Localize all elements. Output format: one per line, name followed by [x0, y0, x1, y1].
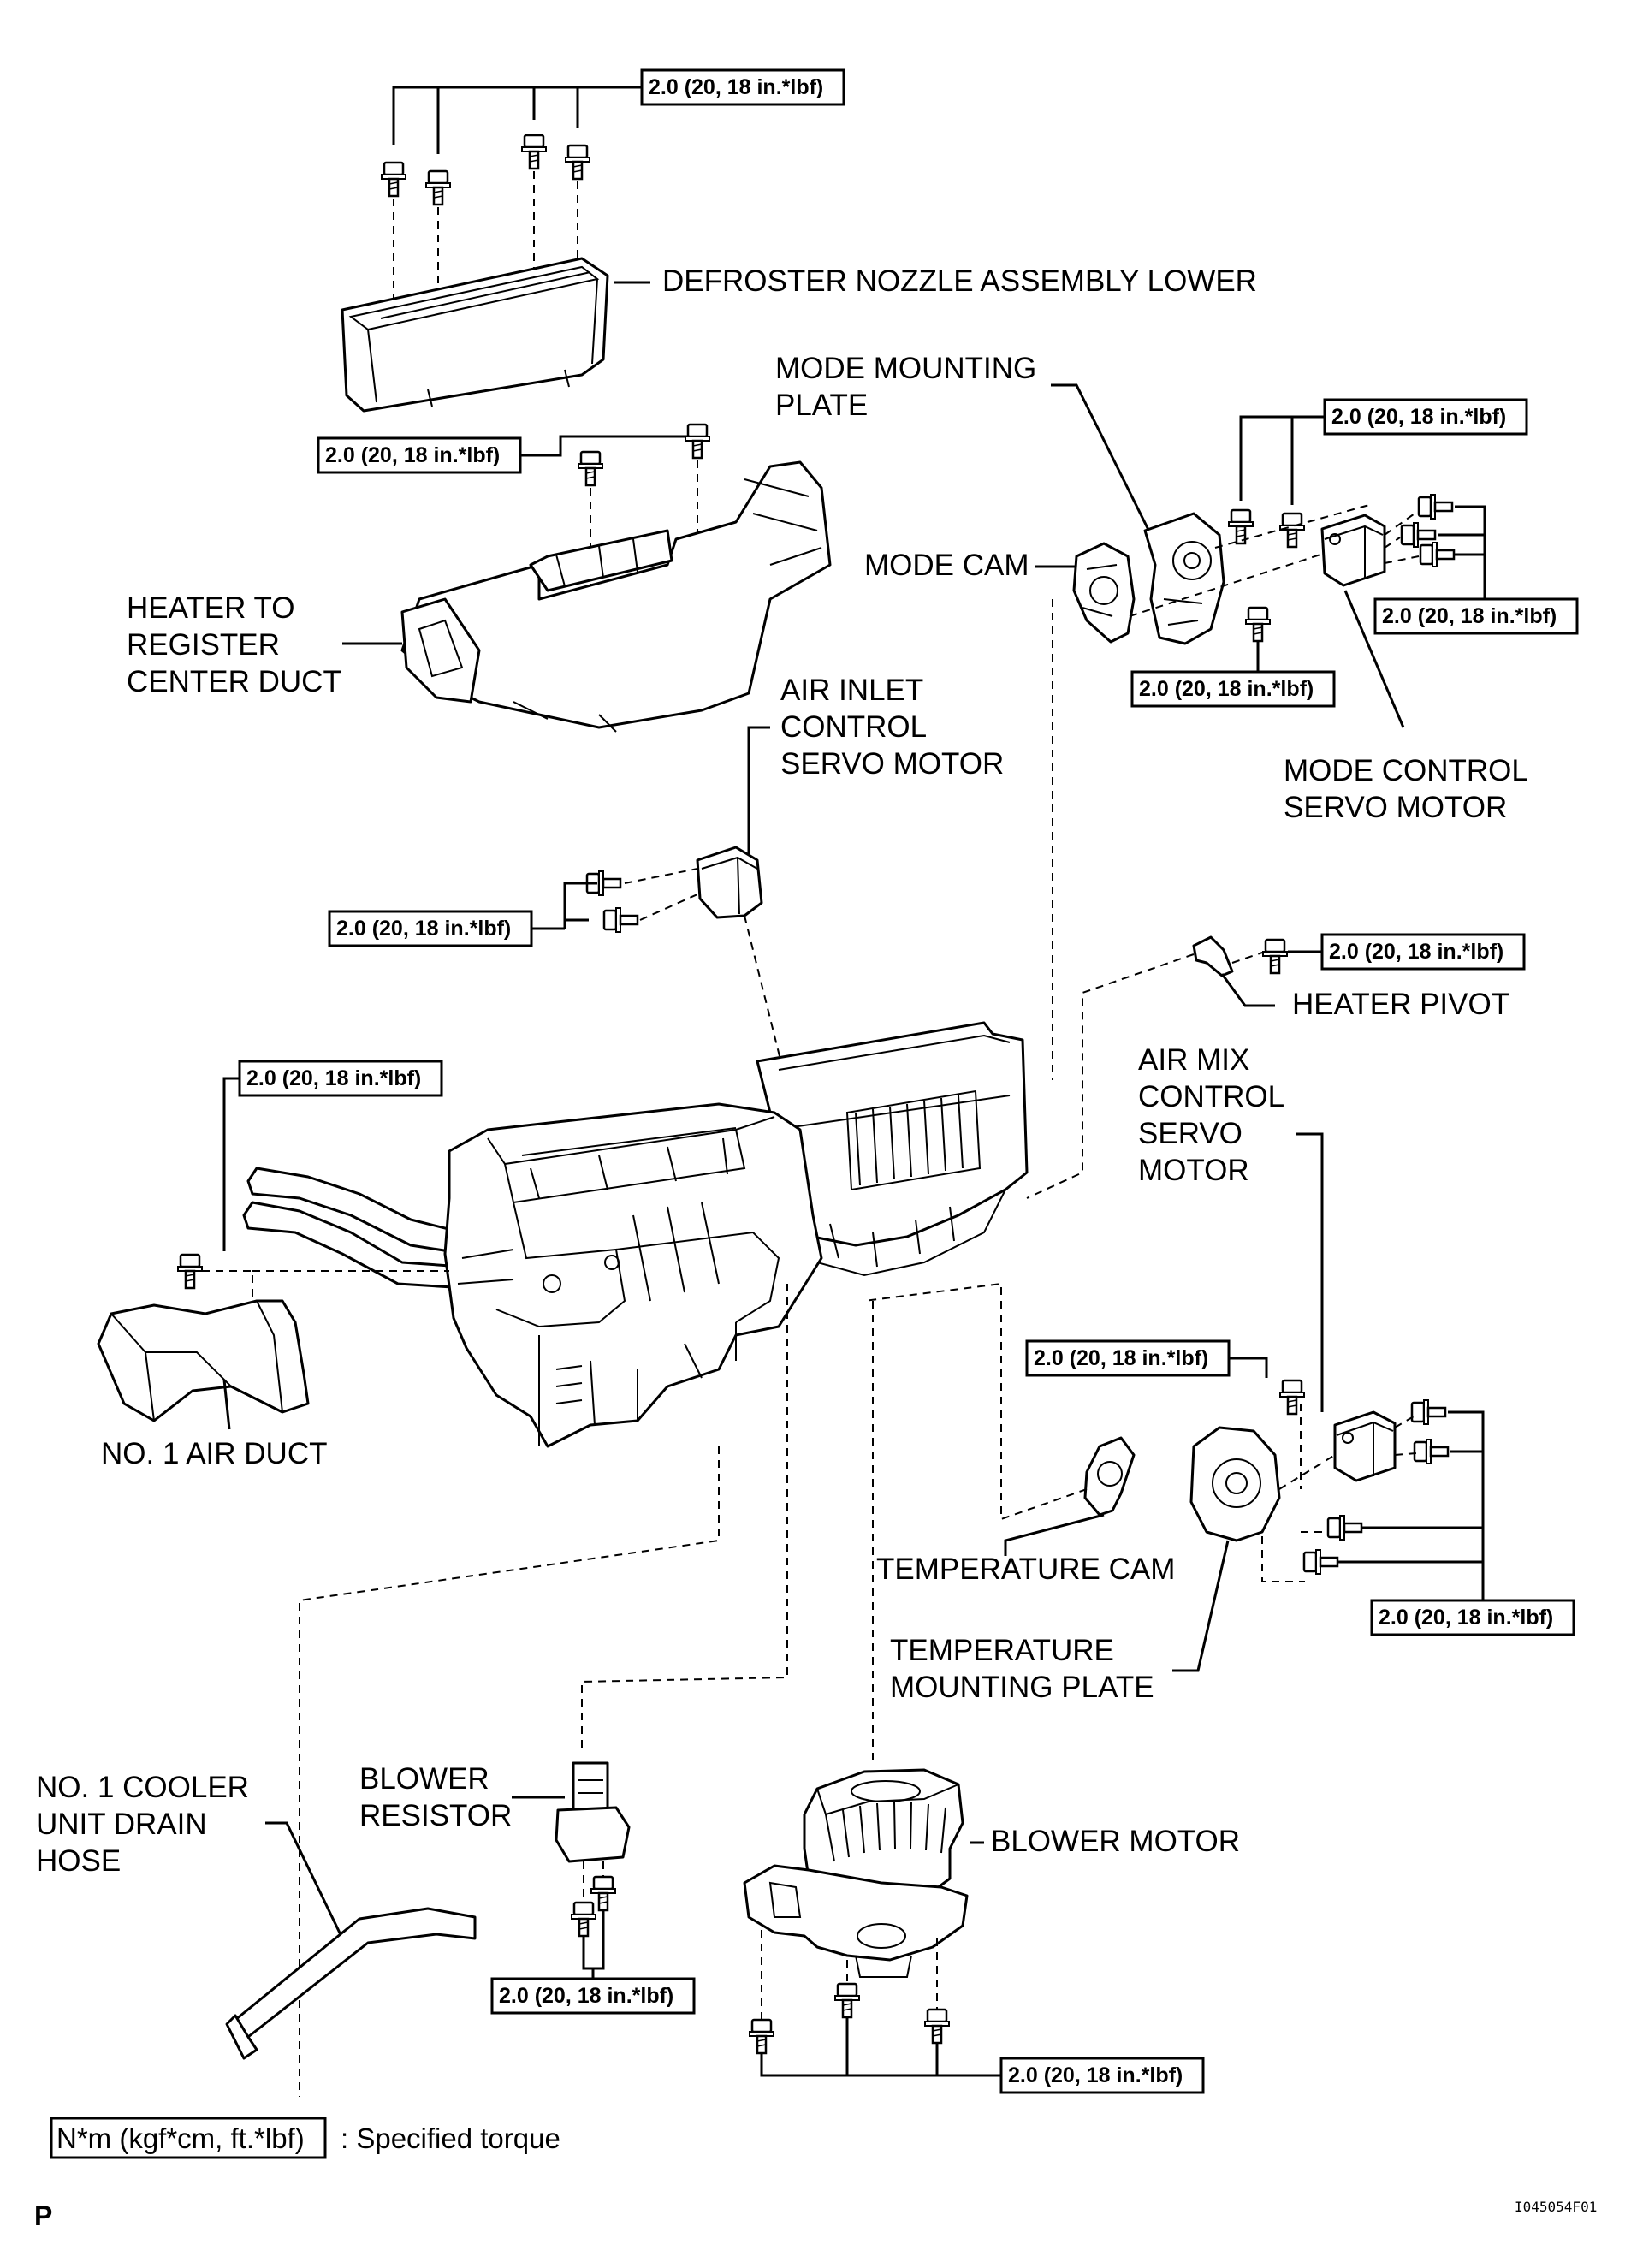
- mode-group: MODE MOUNTING PLATE 2.0 (20, 18 in.*lbf)…: [775, 352, 1579, 1080]
- legend-unit-box: [50, 2117, 327, 2159]
- torque-box-mode-servo: 2.0 (20, 18 in.*lbf): [1373, 597, 1579, 635]
- blower-resistor-group: BLOWER RESISTOR 2.0 (20, 18 in.*lbf): [359, 1284, 788, 2015]
- air-inlet-servo-part: [696, 846, 763, 919]
- defroster-nozzle-group: 2.0 (20, 18 in.*lbf) DEFROSTER NOZZLE AS…: [341, 68, 1257, 413]
- legend: N*m (kgf*cm, ft.*lbf) : Specified torque: [50, 2117, 560, 2159]
- bolt-icon: [520, 134, 548, 170]
- air-mix-label-group: AIR MIX CONTROL SERVO MOTOR: [1138, 1043, 1324, 1412]
- torque-box-mode-plate-top: 2.0 (20, 18 in.*lbf): [1323, 398, 1528, 436]
- label-temperature-cam: TEMPERATURE CAM: [876, 1553, 1175, 1586]
- bolt-icon: [1244, 606, 1272, 643]
- bolt-icon: [564, 144, 591, 181]
- defroster-nozzle-part: [341, 257, 609, 413]
- label-blower-motor: BLOWER MOTOR: [991, 1825, 1240, 1858]
- legend-description: : Specified torque: [341, 2123, 560, 2154]
- bolt-icon: [1417, 493, 1454, 520]
- legend-unit-text: N*m (kgf*cm, ft.*lbf): [56, 2123, 305, 2154]
- label-blower-resistor: BLOWER RESISTOR: [359, 1762, 512, 1832]
- mode-mounting-plate-part: [1143, 512, 1225, 645]
- svg-text:2.0 (20, 18 in.*lbf): 2.0 (20, 18 in.*lbf): [246, 1066, 421, 1090]
- svg-text:2.0 (20, 18 in.*lbf): 2.0 (20, 18 in.*lbf): [1008, 2063, 1183, 2087]
- heater-pivot-group: 2.0 (20, 18 in.*lbf) HEATER PIVOT: [1026, 933, 1526, 1199]
- bolt-icon: [424, 169, 452, 206]
- label-heater-pivot: HEATER PIVOT: [1292, 988, 1509, 1021]
- bolt-icon: [1326, 1514, 1363, 1541]
- bolt-icon: [748, 2018, 775, 2055]
- torque-box-mode-plate-bottom: 2.0 (20, 18 in.*lbf): [1130, 670, 1336, 708]
- svg-text:2.0 (20, 18 in.*lbf): 2.0 (20, 18 in.*lbf): [1379, 1606, 1553, 1630]
- torque-box-air-duct: 2.0 (20, 18 in.*lbf): [238, 1060, 443, 1097]
- bolt-icon: [1227, 508, 1254, 545]
- bolt-icon: [1278, 512, 1306, 549]
- heater-pivot-part: [1192, 935, 1234, 977]
- bolt-icon: [380, 161, 407, 198]
- torque-box-center-duct: 2.0 (20, 18 in.*lbf): [317, 436, 522, 474]
- bolt-icon: [1413, 1438, 1450, 1465]
- figure-id: I045054F01: [1515, 2199, 1597, 2215]
- torque-box-defroster: 2.0 (20, 18 in.*lbf): [640, 68, 845, 106]
- label-no1-air-duct: NO. 1 AIR DUCT: [101, 1437, 327, 1470]
- torque-box-blower-resistor: 2.0 (20, 18 in.*lbf): [490, 1977, 696, 2015]
- mode-cam-part: [1072, 542, 1136, 644]
- svg-text:2.0 (20, 18 in.*lbf): 2.0 (20, 18 in.*lbf): [336, 917, 511, 941]
- drain-hose-group: NO. 1 COOLER UNIT DRAIN HOSE: [36, 1446, 720, 2097]
- svg-text:2.0 (20, 18 in.*lbf): 2.0 (20, 18 in.*lbf): [1034, 1346, 1208, 1370]
- bolt-icon: [590, 1875, 617, 1912]
- bolt-icon: [684, 423, 711, 460]
- mode-servo-part: [1320, 514, 1386, 587]
- temperature-mounting-plate-part: [1189, 1426, 1281, 1542]
- air-inlet-group: AIR INLET CONTROL SERVO MOTOR 2.0 (20, 1…: [328, 674, 1004, 1105]
- torque-box-blower-motor: 2.0 (20, 18 in.*lbf): [999, 2057, 1205, 2094]
- bolt-icon: [1261, 938, 1289, 975]
- torque-box-temp-top: 2.0 (20, 18 in.*lbf): [1025, 1339, 1231, 1377]
- heater-unit-assembly: [242, 1021, 1029, 1448]
- bolt-icon: [570, 1901, 597, 1938]
- blower-resistor-part: [555, 1761, 631, 1863]
- label-air-inlet-servo: AIR INLET CONTROL SERVO MOTOR: [780, 674, 1004, 781]
- center-duct-part: [400, 460, 832, 733]
- air-duct-part: [97, 1299, 310, 1422]
- temperature-cam-part: [1083, 1436, 1136, 1517]
- center-duct-group: 2.0 (20, 18 in.*lbf) HEATER TO REGISTER …: [127, 423, 832, 733]
- svg-text:2.0 (20, 18 in.*lbf): 2.0 (20, 18 in.*lbf): [325, 443, 500, 467]
- label-air-mix-servo: AIR MIX CONTROL SERVO MOTOR: [1138, 1043, 1292, 1187]
- blower-motor-part: [743, 1768, 969, 1978]
- label-defroster-nozzle: DEFROSTER NOZZLE ASSEMBLY LOWER: [662, 264, 1257, 298]
- label-mode-mounting-plate: MODE MOUNTING PLATE: [775, 352, 1045, 422]
- svg-text:2.0 (20, 18 in.*lbf): 2.0 (20, 18 in.*lbf): [1382, 604, 1557, 628]
- svg-text:2.0 (20, 18 in.*lbf): 2.0 (20, 18 in.*lbf): [499, 1984, 673, 2008]
- bolt-icon: [923, 2008, 951, 2045]
- air-mix-group: 2.0 (20, 18 in.*lbf) 2.0 (20, 18 in.: [863, 1282, 1575, 1704]
- torque-box-heater-pivot: 2.0 (20, 18 in.*lbf): [1320, 933, 1526, 971]
- bolt-icon: [1400, 521, 1437, 549]
- torque-box-air-inlet: 2.0 (20, 18 in.*lbf): [328, 910, 533, 947]
- air-duct-group: 2.0 (20, 18 in.*lbf) NO. 1 AIR DUCT: [97, 1060, 449, 1470]
- heater-main-body: [443, 1102, 823, 1448]
- label-mode-control-servo: MODE CONTROL SERVO MOTOR: [1284, 754, 1535, 824]
- page-letter: P: [34, 2200, 52, 2231]
- label-no1-cooler-drain: NO. 1 COOLER UNIT DRAIN HOSE: [36, 1771, 258, 1878]
- bolt-icon: [1410, 1398, 1447, 1426]
- torque-box-temp-bottom: 2.0 (20, 18 in.*lbf): [1370, 1599, 1575, 1636]
- bolt-icon: [176, 1253, 204, 1290]
- bolt-icon: [1302, 1548, 1339, 1576]
- label-temperature-mounting-plate: TEMPERATURE MOUNTING PLATE: [890, 1634, 1154, 1704]
- svg-text:2.0 (20, 18 in.*lbf): 2.0 (20, 18 in.*lbf): [1139, 677, 1314, 701]
- drain-hose-part: [225, 1907, 477, 2060]
- label-center-duct: HEATER TO REGISTER CENTER DUCT: [127, 591, 341, 698]
- bolt-icon: [1419, 541, 1456, 568]
- bolt-icon: [577, 450, 604, 487]
- label-mode-cam: MODE CAM: [864, 549, 1029, 582]
- svg-text:2.0 (20, 18 in.*lbf): 2.0 (20, 18 in.*lbf): [1329, 940, 1503, 964]
- svg-text:2.0 (20, 18 in.*lbf): 2.0 (20, 18 in.*lbf): [649, 75, 823, 99]
- blower-motor-group: BLOWER MOTOR 2.0 (20, 18 in.*lbf): [743, 1301, 1240, 2094]
- air-mix-servo-part: [1333, 1410, 1397, 1482]
- bolt-icon: [602, 906, 639, 934]
- bolt-icon: [833, 1982, 861, 2019]
- svg-text:2.0 (20, 18 in.*lbf): 2.0 (20, 18 in.*lbf): [1331, 405, 1506, 429]
